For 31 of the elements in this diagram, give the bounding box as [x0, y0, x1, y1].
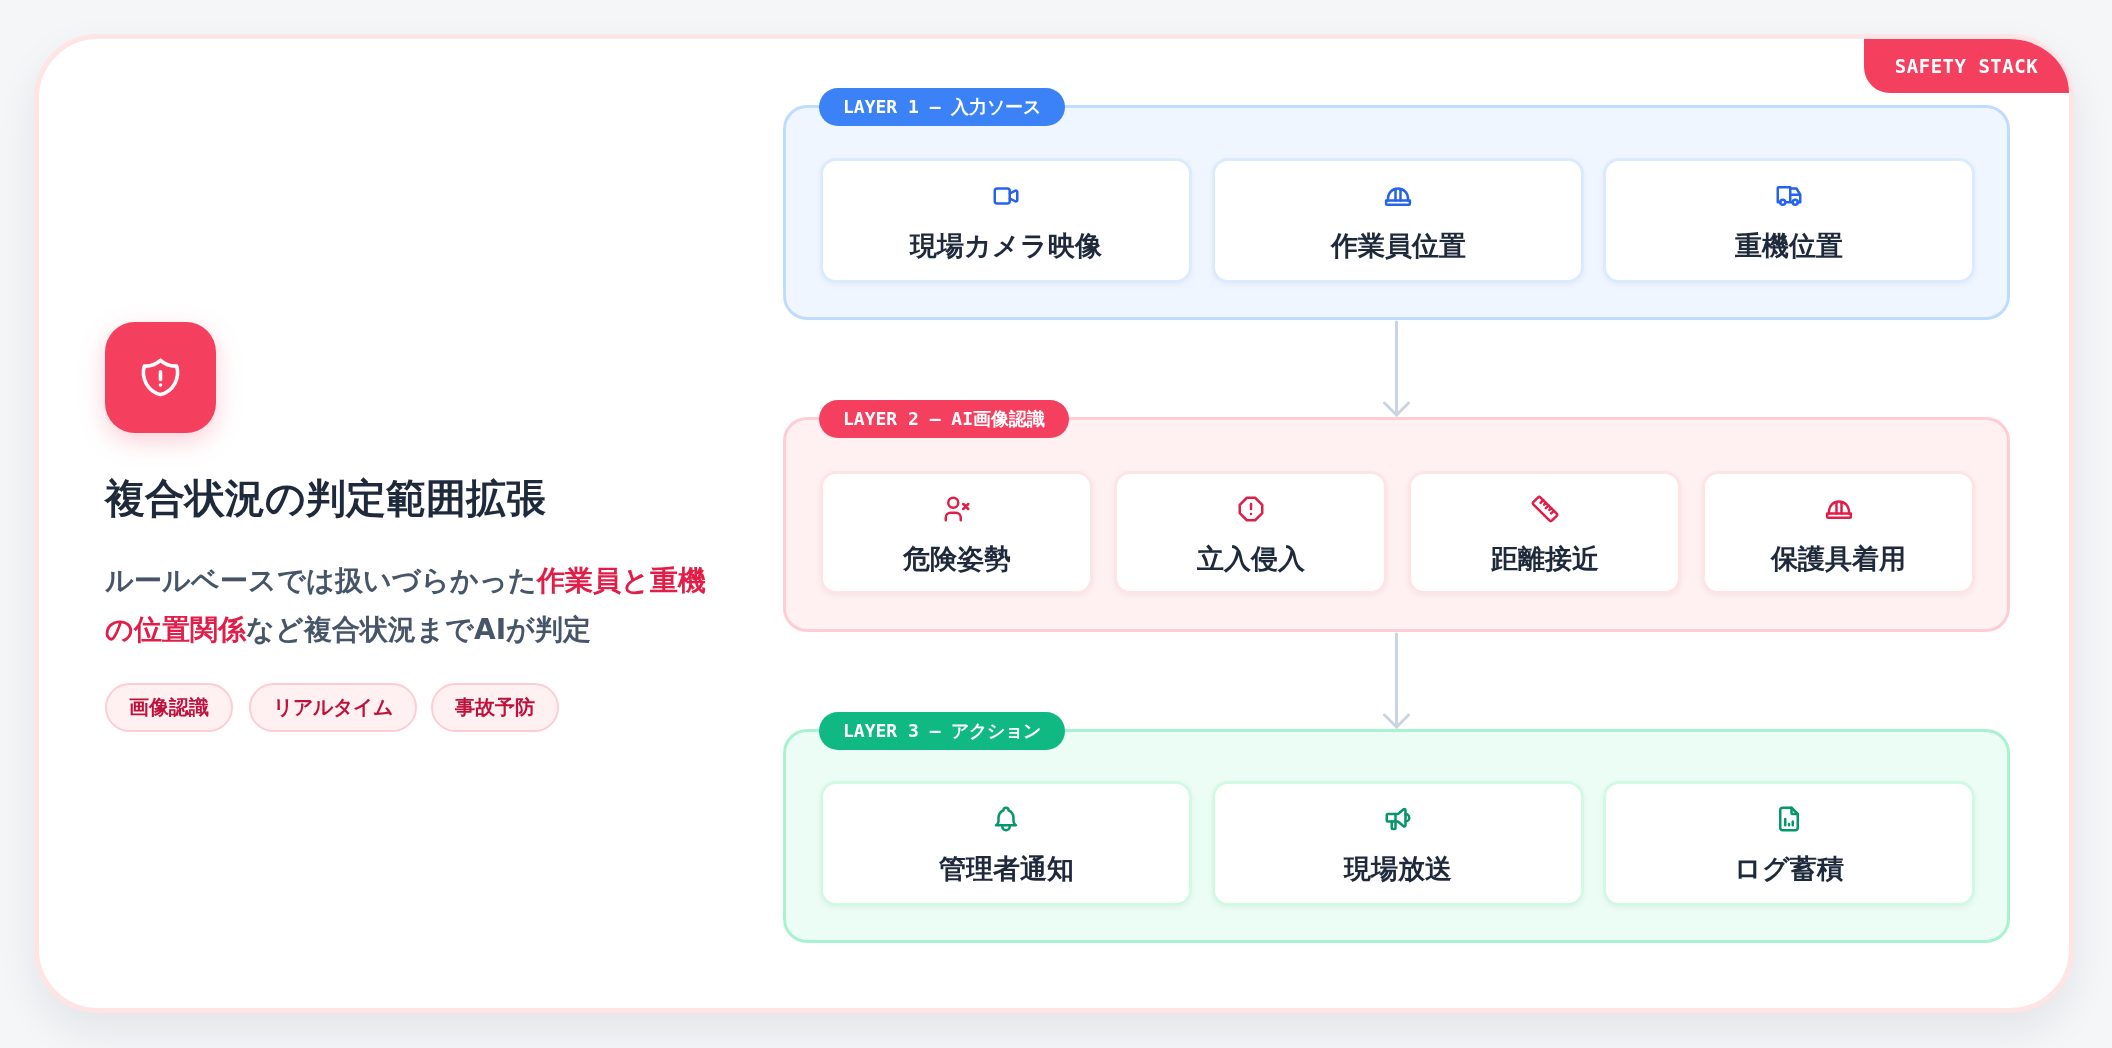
flow-arrow	[1383, 320, 1410, 417]
card-label: 立入侵入	[1196, 542, 1305, 576]
corner-tag: SAFETY STACK	[1864, 39, 2069, 93]
keyword-tag: リアルタイム	[249, 683, 417, 732]
card-label: 作業員位置	[1330, 229, 1466, 263]
card-label: 現場カメラ映像	[910, 229, 1102, 263]
layer-item-card	[1114, 471, 1387, 594]
keyword-tag: 事故予防	[431, 683, 559, 732]
keyword-tag: 画像認識	[105, 683, 233, 732]
layer-item-card	[820, 158, 1192, 283]
card-label: 重機位置	[1735, 229, 1843, 263]
layer-item-card	[820, 781, 1192, 906]
layer-item-card	[820, 471, 1093, 594]
layer-label: LAYER 1 – 入力ソース	[819, 88, 1066, 126]
layer-label: LAYER 3 – アクション	[819, 712, 1066, 750]
layer-item-card	[1603, 158, 1975, 283]
card-label: 管理者通知	[938, 852, 1074, 886]
layer-item-card	[1212, 158, 1584, 283]
card-label: ログ蓄積	[1734, 852, 1844, 886]
heading: 複合状況の判定範囲拡張	[105, 474, 546, 523]
layer-label: LAYER 2 – AI画像認識	[819, 400, 1070, 438]
layer-item-card	[1408, 471, 1681, 594]
layer-item-card	[1702, 471, 1975, 594]
layer-item-card	[1212, 781, 1584, 906]
layer-item-card	[1603, 781, 1975, 906]
card-label: 保護具着用	[1771, 542, 1906, 576]
card-label: 危険姿勢	[902, 542, 1011, 576]
card-label: 距離接近	[1490, 542, 1599, 576]
flow-arrow	[1383, 632, 1410, 729]
description-text: ルールベースでは扱いづらかった作業員と重機の位置関係など複合状況までAIが判定	[105, 563, 707, 648]
card-label: 現場放送	[1344, 852, 1452, 886]
